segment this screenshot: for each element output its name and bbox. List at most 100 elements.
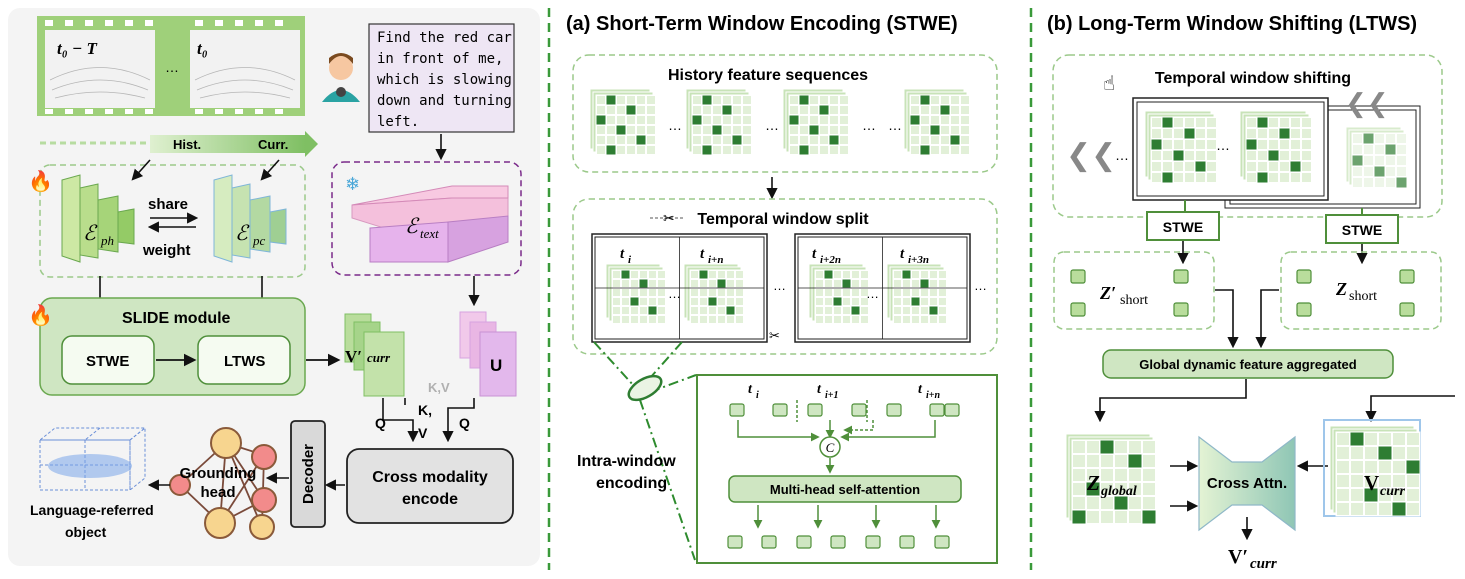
hist-label: Hist. [173, 137, 201, 152]
feature-grid [886, 263, 948, 325]
token [1296, 302, 1312, 317]
stwe-right-box [1325, 214, 1399, 244]
encoder-pc-label: ℰ [235, 221, 250, 245]
svg-text:i+n: i+n [708, 254, 723, 266]
feature-grid [685, 88, 753, 156]
encoder-pc-sub: pc [252, 233, 266, 248]
v-curr-b-label: V [1364, 471, 1379, 495]
intra-window-line1: Intra-window [577, 453, 676, 470]
concat-arrows [737, 400, 936, 442]
token [865, 535, 881, 549]
v-curr-sub: curr [367, 350, 391, 365]
cross-modality-encode-block: Cross modality encode [346, 448, 514, 524]
zoom-line [639, 399, 696, 561]
svg-text:t: t [817, 382, 822, 397]
stwe-left-box [1146, 211, 1220, 241]
window-shifting-group [1052, 54, 1443, 218]
token [796, 535, 812, 549]
grounding-line2: head [200, 484, 235, 501]
feature-grid [605, 263, 667, 325]
token [761, 535, 777, 549]
panel-b-title: (b) Long-Term Window Shifting (LTWS) [1047, 13, 1417, 35]
token [886, 403, 902, 417]
stwe-label: STWE [86, 353, 129, 370]
mhsa-label: Multi-head self-attention [770, 482, 920, 497]
grounding-line1: Grounding [180, 465, 257, 482]
encoder-group [39, 164, 306, 278]
token [1070, 302, 1086, 317]
zoom-line [593, 341, 635, 387]
user-avatar-icon [322, 53, 360, 102]
concat-symbol [819, 436, 841, 458]
chevron-left-icon: ❮❮ [1345, 88, 1389, 119]
feature-grid [1065, 433, 1157, 525]
encoder-ph: ℰ ph [61, 174, 135, 263]
token [1173, 302, 1189, 317]
token [729, 403, 745, 417]
svg-text:t: t [620, 246, 625, 262]
token [934, 535, 950, 549]
attn-time-labels: t i t i+1 t i+n [748, 382, 940, 401]
svg-text:i: i [756, 390, 759, 401]
token [727, 535, 743, 549]
window-split-label: Temporal window split [697, 211, 869, 228]
fire-icon: 🔥 [28, 169, 53, 193]
svg-text:i: i [628, 254, 632, 266]
global-aggregation-label: Global dynamic feature aggregated [1139, 357, 1357, 372]
pointer-icon: ☝ [1103, 73, 1115, 95]
stwe-block [61, 335, 155, 385]
z-short-sub: short [1349, 289, 1377, 304]
dots: … [668, 117, 682, 133]
feature-grid [1239, 110, 1313, 184]
token [807, 403, 823, 417]
encoder-ph-sub: ph [100, 233, 114, 248]
intra-window-detail [696, 374, 998, 564]
kv-faded-label: K,V [428, 380, 450, 395]
snowflake-icon: ❄ [345, 174, 360, 194]
z-global-label: Z [1086, 471, 1100, 495]
frame-label-current: t₀ [197, 39, 208, 58]
hist-curr-arrow: Hist. Curr. [40, 131, 318, 157]
z-short-prime-sub: short [1120, 293, 1148, 308]
token [1173, 269, 1189, 284]
z-short-prime-group [1053, 251, 1215, 330]
magnifier-icon [627, 374, 663, 402]
token [1296, 269, 1312, 284]
cross-attention-label: Cross Attn. [1207, 475, 1287, 492]
grounding-head: Grounding head [169, 427, 277, 540]
cross-modality-line1: Cross modality [372, 469, 488, 486]
feature-grid [808, 263, 870, 325]
u-label: U [490, 356, 502, 375]
slide-module: 🔥 SLIDE module STWE LTWS [28, 297, 306, 396]
svg-text:t: t [900, 246, 905, 262]
frame-label-history: t₀ − T [57, 39, 97, 58]
v-curr-label: V′ [345, 347, 362, 366]
token [1399, 302, 1415, 317]
query-text: Find the red car in front of me, which i… [377, 30, 520, 130]
q-label-left: Q [375, 415, 386, 431]
token [1399, 269, 1415, 284]
ltws-label: LTWS [224, 353, 265, 370]
feature-grid [903, 88, 971, 156]
panel-a-title: (a) Short-Term Window Encoding (STWE) [566, 13, 958, 35]
encoder-ph-label: ℰ [83, 221, 98, 245]
feature-grid [1345, 126, 1408, 189]
window-split-group [572, 198, 998, 355]
text-encoder-group [331, 161, 522, 276]
history-feature-group [572, 54, 998, 173]
svg-text:i+n: i+n [926, 390, 940, 401]
dots: … [862, 117, 876, 133]
text-encoder: ℰ text [351, 185, 509, 263]
svg-text:t: t [812, 246, 817, 262]
dots: … [888, 117, 902, 133]
history-feature-label: History feature sequences [668, 67, 868, 84]
svg-text:i+1: i+1 [825, 390, 838, 401]
z-short-group [1280, 251, 1442, 330]
token [772, 403, 788, 417]
v-curr-b-sub: curr [1380, 484, 1405, 499]
point-cloud-film-strip: t₀ − T t₀ … [37, 16, 305, 116]
dots: … [765, 117, 779, 133]
token [1070, 269, 1086, 284]
history-feature-grids [589, 88, 971, 156]
